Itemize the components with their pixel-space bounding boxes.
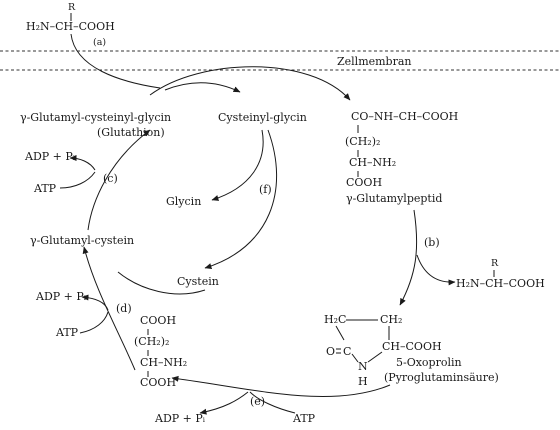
adp-e-curve xyxy=(199,391,249,415)
glutamate-line-2: (CH₂)₂ xyxy=(134,335,169,348)
released-r: R xyxy=(491,258,499,269)
cysteine-label: Cystein xyxy=(177,275,219,288)
step-a-label: (a) xyxy=(93,37,106,48)
arrow-to-glycine xyxy=(211,129,264,201)
cysteinylglycine-label: Cysteinyl-glycin xyxy=(218,111,307,124)
adp-d-label: ADP + Pᵢ xyxy=(35,290,87,303)
peptide-line-2: (CH₂)₂ xyxy=(345,135,380,148)
ring-o: O xyxy=(326,345,335,358)
adp-c-curve xyxy=(69,155,96,171)
arrow-transpeptidase-to-peptide xyxy=(149,66,351,101)
arrow-to-cysteinylglycine xyxy=(164,82,241,93)
amino-acid-top: R H₂N–CH–COOH (a) xyxy=(26,2,115,48)
ring-ch: CH–COOH xyxy=(382,340,442,353)
atp-c-curve xyxy=(59,171,96,189)
step-d-label: (d) xyxy=(116,302,132,315)
peptide-line-4: COOH xyxy=(346,176,382,189)
atp-c-label: ATP xyxy=(33,182,57,195)
ring-h2c: H₂C xyxy=(324,313,346,326)
atp-d-label: ATP xyxy=(55,326,79,339)
released-formula: H₂N–CH–COOH xyxy=(456,277,545,290)
step-c-label: (c) xyxy=(103,172,118,185)
oxoproline-sub-label: (Pyroglutaminsäure) xyxy=(384,371,499,384)
ring-ch2: CH₂ xyxy=(380,313,402,326)
oxoproline-label: 5-Oxoprolin xyxy=(396,356,462,369)
ring-bond-n-ch xyxy=(367,351,383,363)
peptide-line-1: CO–NH–CH–COOH xyxy=(351,110,458,123)
step-e-bottom-label: (e) xyxy=(250,395,265,408)
ring-bond-c-n xyxy=(351,353,359,363)
glutamyl-peptide-structure: CO–NH–CH–COOH (CH₂)₂ CH–NH₂ COOH γ-Gluta… xyxy=(345,110,458,205)
arrow-step-a xyxy=(70,33,161,89)
arrow-to-cysteine xyxy=(204,129,278,269)
ring-n: N xyxy=(358,360,368,373)
glutamate-structure: COOH (CH₂)₂ CH–NH₂ COOH xyxy=(134,314,187,389)
amino-acid-r: R xyxy=(68,2,76,13)
arrow-to-glutamate xyxy=(171,375,391,397)
cysteine-to-glutamylcysteine xyxy=(117,271,206,295)
glycine-label: Glycin xyxy=(166,195,201,208)
cell-membrane: Zellmembran xyxy=(0,50,560,71)
adp-c-label: ADP + Pᵢ xyxy=(24,150,76,163)
amino-acid-formula: H₂N–CH–COOH xyxy=(26,20,115,33)
adp-d-curve xyxy=(81,294,109,311)
atp-d-curve xyxy=(79,311,109,334)
atp-e-label: ATP xyxy=(292,412,316,425)
arrow-to-oxoproline xyxy=(399,209,418,306)
ring-bond-left xyxy=(335,325,345,341)
arrow-to-glutathione xyxy=(87,129,151,231)
step-f-label: (f) xyxy=(259,183,272,196)
oxoproline-ring: H₂C CH₂ O C CH–COOH N H 5-Oxoprolin (Pyr… xyxy=(324,313,499,388)
atp-e-curve xyxy=(249,391,296,414)
arrow-release-amino-acid xyxy=(416,254,456,286)
glutathione-label: γ-Glutamyl-cysteinyl-glycin xyxy=(20,111,171,124)
arrow-to-glutamylcysteine xyxy=(82,246,136,371)
glutamate-line-1: COOH xyxy=(140,314,176,327)
glutamyl-peptide-label: γ-Glutamylpeptid xyxy=(346,192,442,205)
step-b-label: (b) xyxy=(424,236,440,249)
adp-e-label: ADP + Pᵢ xyxy=(154,412,206,425)
glutathione-sub-label: (Glutathion) xyxy=(97,126,165,139)
ring-h: H xyxy=(358,375,368,388)
ring-c: C xyxy=(343,345,351,358)
glutamate-line-4: COOH xyxy=(140,376,176,389)
released-amino-acid: R H₂N–CH–COOH xyxy=(456,258,545,290)
membrane-label: Zellmembran xyxy=(337,55,412,68)
glutamate-line-3: CH–NH₂ xyxy=(140,356,187,369)
peptide-line-3: CH–NH₂ xyxy=(349,156,396,169)
glutamylcysteine-label: γ-Glutamyl-cystein xyxy=(30,234,134,247)
